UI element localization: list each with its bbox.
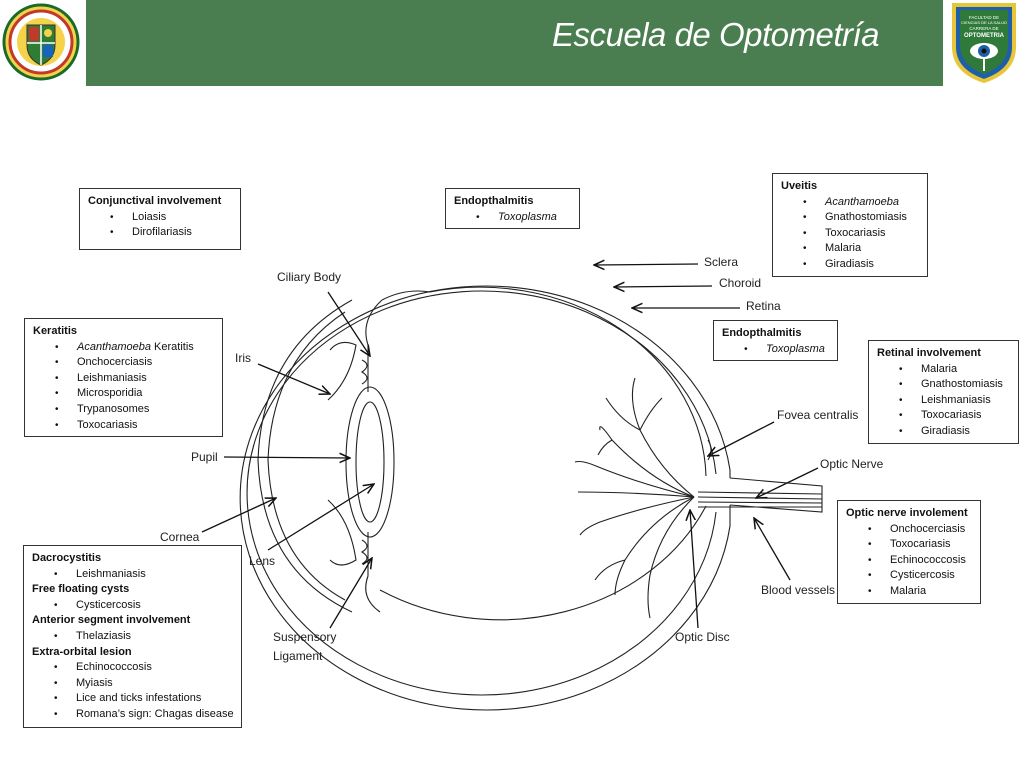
- label-ciliary-body: Ciliary Body: [277, 270, 342, 284]
- list-item: Romana’s sign: Chagas disease: [32, 707, 234, 723]
- box-title: Optic nerve involement: [846, 507, 968, 519]
- list-item: Microsporidia: [33, 386, 214, 402]
- logo-text-1: FACULTAD DE: [969, 15, 999, 20]
- eye-outline: [239, 285, 823, 711]
- university-seal-logo: [2, 3, 80, 81]
- list-item: Leishmaniasis: [877, 393, 1010, 409]
- list-item: Echinococcosis: [32, 660, 233, 676]
- box-endophthalmitis-top: Endopthalmitis Toxoplasma: [445, 188, 580, 229]
- title-banner: Escuela de Optometría: [86, 0, 943, 86]
- keratitis-organism: Acanthamoeba: [77, 340, 151, 353]
- label-pupil: Pupil: [191, 450, 218, 464]
- lens-arrow: [267, 484, 374, 551]
- list-item: Toxocariasis: [846, 537, 972, 553]
- logo-text-4: OPTOMETRIA: [964, 33, 1005, 39]
- list-item: Malaria: [846, 584, 972, 600]
- list-item: Acanthamoeba Keratitis: [33, 340, 214, 356]
- list-item: Cysticercosis: [32, 598, 233, 614]
- list-item: Dirofilariasis: [88, 225, 232, 241]
- list-item: Giradiasis: [781, 257, 919, 273]
- header: Escuela de Optometría FACULTAD DE CIENCI…: [0, 0, 1024, 86]
- section-title: Anterior segment involvement: [32, 614, 191, 627]
- list-item: Toxoplasma: [454, 210, 571, 226]
- label-iris: Iris: [235, 351, 251, 365]
- sclera-arrow: [594, 264, 699, 265]
- box-title: Uveitis: [781, 180, 818, 192]
- list-item: Cysticercosis: [846, 568, 972, 584]
- label-cornea: Cornea: [160, 530, 200, 544]
- fovea-arrow: [708, 421, 775, 456]
- label-lens: Lens: [249, 554, 276, 568]
- page-title: Escuela de Optometría: [552, 16, 880, 53]
- box-title: Retinal involvement: [877, 347, 981, 359]
- label-ligament: Ligament: [273, 649, 323, 663]
- box-dacrocystitis-and-other: Dacrocystitis Leishmaniasis Free floatin…: [23, 545, 242, 728]
- list-item: Onchocerciasis: [33, 355, 214, 371]
- blood-vessels-arrow: [754, 518, 791, 581]
- list-item: Toxocariasis: [33, 418, 214, 434]
- section-title: Free floating cysts: [32, 583, 130, 596]
- list-item: Trypanosomes: [33, 402, 214, 418]
- list-item: Gnathostomiasis: [781, 210, 919, 226]
- list-item: Toxocariasis: [877, 408, 1010, 424]
- label-optic-nerve: Optic Nerve: [820, 457, 884, 471]
- box-title: Keratitis: [33, 325, 78, 337]
- box-title: Endopthalmitis: [454, 195, 534, 207]
- section-title: Dacrocystitis: [32, 552, 102, 564]
- list-item: Echinococcosis: [846, 553, 972, 569]
- label-retina: Retina: [746, 299, 781, 313]
- list-item: Acanthamoeba: [781, 195, 919, 211]
- list-item: Gnathostomiasis: [877, 377, 1010, 393]
- box-keratitis: Keratitis Acanthamoeba Keratitis Onchoce…: [24, 318, 223, 437]
- box-title: Conjunctival involvement: [88, 195, 222, 207]
- choroid-arrow: [614, 286, 713, 287]
- logo-text-2: CIENCIAS DE LA SALUD: [961, 20, 1007, 25]
- label-optic-disc: Optic Disc: [675, 630, 730, 644]
- label-choroid: Choroid: [719, 276, 762, 290]
- list-item: Leishmaniasis: [33, 371, 214, 387]
- list-item: Thelaziasis: [32, 629, 233, 645]
- label-suspensory: Suspensory: [273, 630, 337, 644]
- logo-text-3: CARRERA DE: [969, 26, 998, 31]
- ciliary-body-arrow: [327, 291, 370, 356]
- list-item: Toxoplasma: [722, 342, 829, 358]
- keratitis-suffix: Keratitis: [151, 340, 194, 353]
- box-title: Endopthalmitis: [722, 327, 802, 339]
- label-fovea-centralis: Fovea centralis: [777, 408, 859, 422]
- list-item: Loiasis: [88, 210, 232, 226]
- label-sclera: Sclera: [704, 255, 739, 269]
- list-item: Lice and ticks infestations: [32, 691, 233, 707]
- optic-disc-arrow: [690, 510, 699, 629]
- iris-arrow: [257, 363, 330, 394]
- label-blood-vessels: Blood vessels: [761, 583, 836, 597]
- list-item: Onchocerciasis: [846, 522, 972, 538]
- box-optic-nerve-involvement: Optic nerve involement Onchocerciasis To…: [837, 500, 981, 604]
- list-item: Myiasis: [32, 676, 233, 692]
- optometry-shield-logo: FACULTAD DE CIENCIAS DE LA SALUD CARRERA…: [952, 3, 1016, 83]
- pupil-arrow: [223, 457, 350, 458]
- list-item: Leishmaniasis: [32, 567, 233, 583]
- cornea-arrow: [201, 498, 276, 533]
- list-item: Giradiasis: [877, 424, 1010, 440]
- suspensory-ligament-arrow: [329, 558, 372, 629]
- box-endophthalmitis-mid: Endopthalmitis Toxoplasma: [713, 320, 838, 361]
- list-item: Toxocariasis: [781, 226, 919, 242]
- list-item: Malaria: [781, 241, 919, 257]
- list-item: Malaria: [877, 362, 1010, 378]
- box-retinal-involvement: Retinal involvement Malaria Gnathostomia…: [868, 340, 1019, 444]
- optic-nerve-arrow: [756, 467, 819, 498]
- section-title: Extra-orbital lesion: [32, 645, 132, 658]
- box-uveitis: Uveitis Acanthamoeba Gnathostomiasis Tox…: [772, 173, 928, 277]
- box-conjunctival-involvement: Conjunctival involvement Loiasis Dirofil…: [79, 188, 241, 250]
